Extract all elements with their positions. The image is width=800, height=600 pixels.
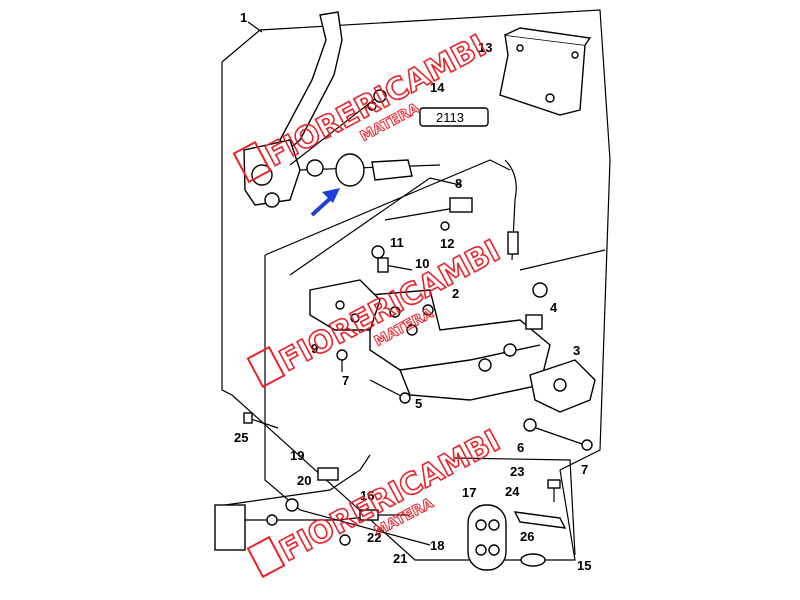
callout-24: 24 — [505, 484, 520, 499]
outer-frame — [221, 9, 611, 561]
blue-arrow — [310, 188, 340, 217]
callout-9: 9 — [311, 341, 318, 356]
plate-14-text: 2113 — [436, 110, 464, 125]
callout-23: 23 — [510, 464, 524, 479]
valve-body-2 — [309, 279, 551, 401]
bolt-23 — [547, 479, 561, 502]
callout-13: 13 — [478, 40, 492, 55]
callout-7b: 7 — [581, 462, 588, 477]
clip-26 — [520, 553, 546, 567]
callout-21: 21 — [393, 551, 407, 566]
bolt-5 — [369, 379, 411, 404]
inner-frame — [264, 255, 431, 546]
callout-16: 16 — [360, 488, 374, 503]
bolts-10-11-12 — [371, 221, 450, 273]
callout-5: 5 — [415, 396, 422, 411]
leader-1 — [247, 21, 263, 33]
callout-2: 2 — [452, 286, 459, 301]
bolt-7a — [336, 349, 348, 372]
callout-11: 11 — [390, 235, 404, 250]
plate-14 — [419, 107, 489, 127]
fitting-4 — [525, 282, 548, 330]
svg-text:FIORERICAMBI: FIORERICAMBI — [260, 28, 492, 174]
bracket-13 — [499, 27, 592, 116]
callout-1: 1 — [240, 10, 247, 25]
inner-frame-left — [289, 177, 461, 276]
callout-12: 12 — [440, 236, 454, 251]
callout-26: 26 — [520, 529, 534, 544]
callout-20: 20 — [297, 473, 311, 488]
bracket-24 — [513, 511, 567, 529]
callout-6: 6 — [517, 440, 524, 455]
callout-15: 15 — [577, 558, 591, 573]
bolt-6-7b — [523, 418, 593, 451]
callout-25: 25 — [234, 430, 248, 445]
callout-8: 8 — [455, 176, 462, 191]
callout-14: 14 — [430, 80, 445, 95]
callout-17: 17 — [462, 485, 476, 500]
plate-17 — [467, 504, 507, 571]
cover-3 — [529, 359, 596, 413]
frame-15 — [454, 457, 576, 556]
callout-19: 19 — [290, 448, 304, 463]
callout-22: 22 — [367, 530, 381, 545]
callout-18: 18 — [430, 538, 444, 553]
callout-10: 10 — [415, 256, 429, 271]
cable-group — [214, 454, 410, 551]
pin-25 — [243, 412, 279, 429]
rod-8 — [384, 159, 606, 271]
callout-4: 4 — [550, 300, 558, 315]
callout-3: 3 — [573, 343, 580, 358]
inner-frame-top — [264, 159, 511, 256]
callout-7a: 7 — [342, 373, 349, 388]
lever-assembly — [243, 11, 441, 208]
